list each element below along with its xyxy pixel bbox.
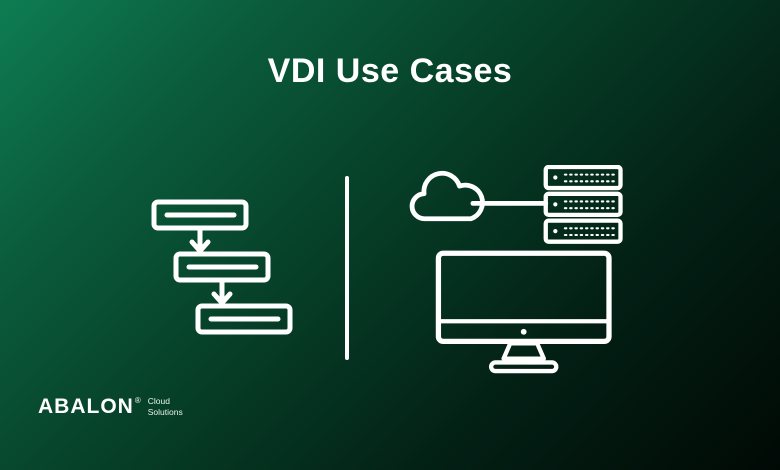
vertical-divider	[345, 176, 349, 360]
monitor-stand	[501, 341, 546, 361]
logo-tagline-line1: Cloud	[147, 396, 170, 407]
flowchart-icon-svg	[151, 199, 293, 335]
logo-wordmark: ABALON	[38, 395, 134, 418]
server-unit	[543, 218, 623, 244]
logo: ABALON ® Cloud Solutions	[38, 396, 183, 417]
monitor	[435, 250, 612, 374]
cloud-servers-monitor-icon	[402, 164, 632, 379]
server-unit	[543, 191, 623, 218]
server-unit	[543, 164, 623, 191]
flowchart-icon	[150, 194, 300, 344]
monitor-base	[488, 360, 559, 374]
page-title: VDI Use Cases	[267, 52, 513, 90]
cloud-shape	[409, 170, 485, 222]
registered-mark: ®	[134, 396, 141, 405]
power-led-dot	[520, 328, 527, 335]
logo-tagline: Cloud Solutions	[148, 396, 183, 416]
logo-tagline-line2: Solutions	[147, 406, 183, 417]
cloud-servers-monitor-svg	[409, 164, 623, 374]
